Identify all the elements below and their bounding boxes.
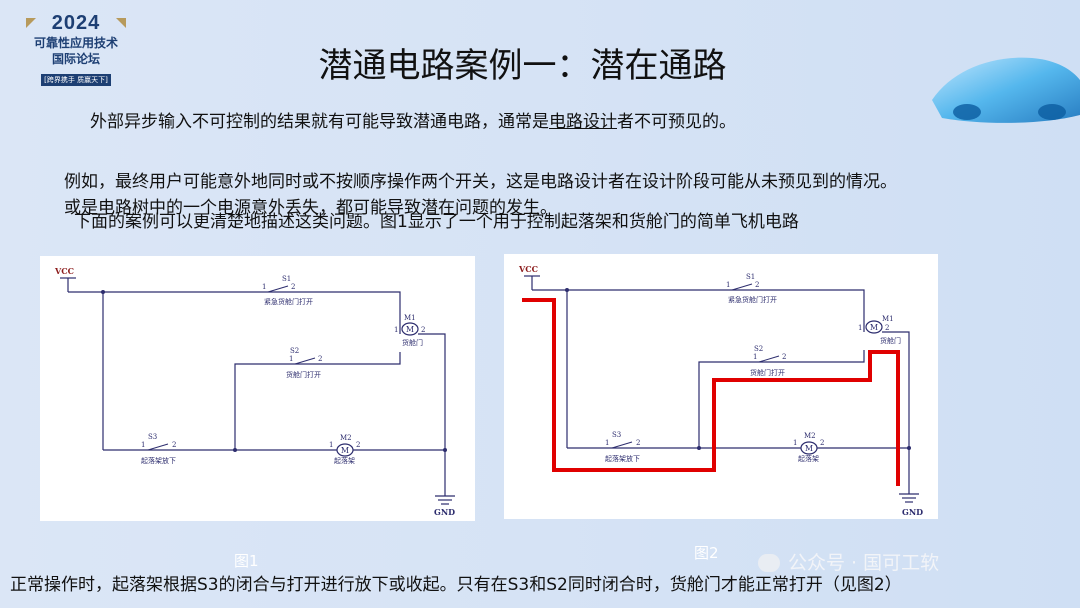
gnd-label: GND (434, 507, 455, 517)
s1-pin2: 2 (291, 283, 295, 291)
m1-pin2: 2 (885, 324, 889, 332)
decorative-car-image (932, 57, 1080, 123)
m2-ref: M2 (804, 432, 816, 440)
figure-2-circuit: M M VCC GND S1 1 2 紧急货舱门打开 S2 1 2 货舱门打开 … (504, 254, 938, 519)
paragraph-2: 例如，最终用户可能意外地同时或不按顺序操作两个开关，这是电路设计者在设计阶段可能… (64, 172, 897, 192)
m2-label: 起落架 (334, 456, 355, 465)
logo-slogan: [跨界携手 质赢天下] (41, 74, 111, 86)
s3-label: 起落架放下 (141, 456, 176, 465)
m1-motor-symbol: M (406, 325, 414, 334)
paragraph-1-text: 外部异步输入不可控制的结果就有可能导致潜通电路，通常是 (90, 112, 549, 132)
s1-label: 紧急货舱门打开 (728, 295, 777, 304)
m1-pin2: 2 (421, 326, 425, 334)
s2-ref: S2 (754, 345, 763, 353)
sneak-path-highlight (522, 298, 900, 486)
logo-left-chevron (26, 18, 36, 28)
circuit-diagram-2: M M VCC GND S1 1 2 紧急货舱门打开 S2 1 2 货舱门打开 … (518, 264, 923, 517)
paragraph-1-tail: 者不可预见的。 (617, 112, 736, 132)
paragraph-1: 外部异步输入不可控制的结果就有可能导致潜通电路，通常是电路设计者不可预见的。 (90, 110, 736, 134)
s3-pin1: 1 (141, 441, 145, 449)
m1-pin1: 1 (858, 324, 862, 332)
m2-pin1: 1 (793, 439, 797, 447)
m2-pin2: 2 (356, 441, 360, 449)
figure-1-label: 图1 (234, 552, 259, 570)
m1-pin1: 1 (394, 326, 398, 334)
paragraph-3: 或是电路树中的一个电源意外丢失，都可能导致潜在问题的发生。 (64, 198, 557, 218)
m2-ref: M2 (340, 434, 352, 442)
s2-pin1: 1 (753, 353, 757, 361)
s2-pin2: 2 (782, 353, 786, 361)
m1-label: 货舱门 (402, 338, 423, 347)
vcc-label: VCC (518, 264, 538, 274)
watermark-text: 公众号 · 国可工软 (788, 552, 940, 574)
logo-right-chevron (116, 18, 126, 28)
s2-label: 货舱门打开 (286, 370, 321, 379)
s1-pin1: 1 (262, 283, 266, 291)
m2-motor-symbol: M (341, 446, 349, 455)
paragraph-4: 下面的案例可以更清楚地描述这类问题。图1显示了一个用于控制起落架和货舱门的简单飞… (74, 212, 799, 232)
m2-pin1: 1 (329, 441, 333, 449)
s2-label: 货舱门打开 (750, 368, 785, 377)
circuit-diagram-1: M M VCC GND S1 1 2 紧急货舱门打开 S2 1 2 货舱门打开 … (54, 266, 455, 517)
s1-label: 紧急货舱门打开 (264, 297, 313, 306)
s1-ref: S1 (282, 275, 291, 283)
s3-ref: S3 (612, 431, 621, 439)
m1-ref: M1 (404, 314, 416, 322)
wechat-icon (758, 554, 780, 572)
m2-pin2: 2 (820, 439, 824, 447)
s3-pin1: 1 (605, 439, 609, 447)
s1-pin2: 2 (755, 281, 759, 289)
logo-year: 2024 (51, 12, 101, 34)
slide-title: 潜通电路案例一：潜在通路 (318, 46, 727, 86)
m1-ref: M1 (882, 315, 894, 323)
s2-ref: S2 (290, 347, 299, 355)
figure-2-label: 图2 (694, 544, 719, 562)
s3-label: 起落架放下 (605, 454, 640, 463)
m1-label: 货舱门 (880, 336, 901, 345)
s1-pin1: 1 (726, 281, 730, 289)
bottom-caption: 正常操作时，起落架根据S3的闭合与打开进行放下或收起。只有在S3和S2同时闭合时… (10, 575, 902, 595)
s3-pin2: 2 (636, 439, 640, 447)
forum-logo: 2024 可靠性应用技术 国际论坛 [跨界携手 质赢天下] (22, 12, 130, 92)
s2-pin1: 1 (289, 355, 293, 363)
m1-motor-symbol: M (870, 323, 878, 332)
gnd-label: GND (902, 507, 923, 517)
figure-1-circuit: M M VCC GND S1 1 2 紧急货舱门打开 S2 1 2 货舱门打开 … (40, 256, 475, 521)
vcc-label: VCC (54, 266, 74, 276)
s2-pin2: 2 (318, 355, 322, 363)
s3-ref: S3 (148, 433, 157, 441)
logo-line2: 国际论坛 (51, 52, 100, 66)
m2-label: 起落架 (798, 454, 819, 463)
logo-line1: 可靠性应用技术 (33, 36, 118, 50)
s3-pin2: 2 (172, 441, 176, 449)
m2-motor-symbol: M (805, 444, 813, 453)
underlined-term: 电路设计 (549, 112, 617, 132)
watermark: 公众号 · 国可工软 (758, 548, 939, 575)
s1-ref: S1 (746, 273, 755, 281)
